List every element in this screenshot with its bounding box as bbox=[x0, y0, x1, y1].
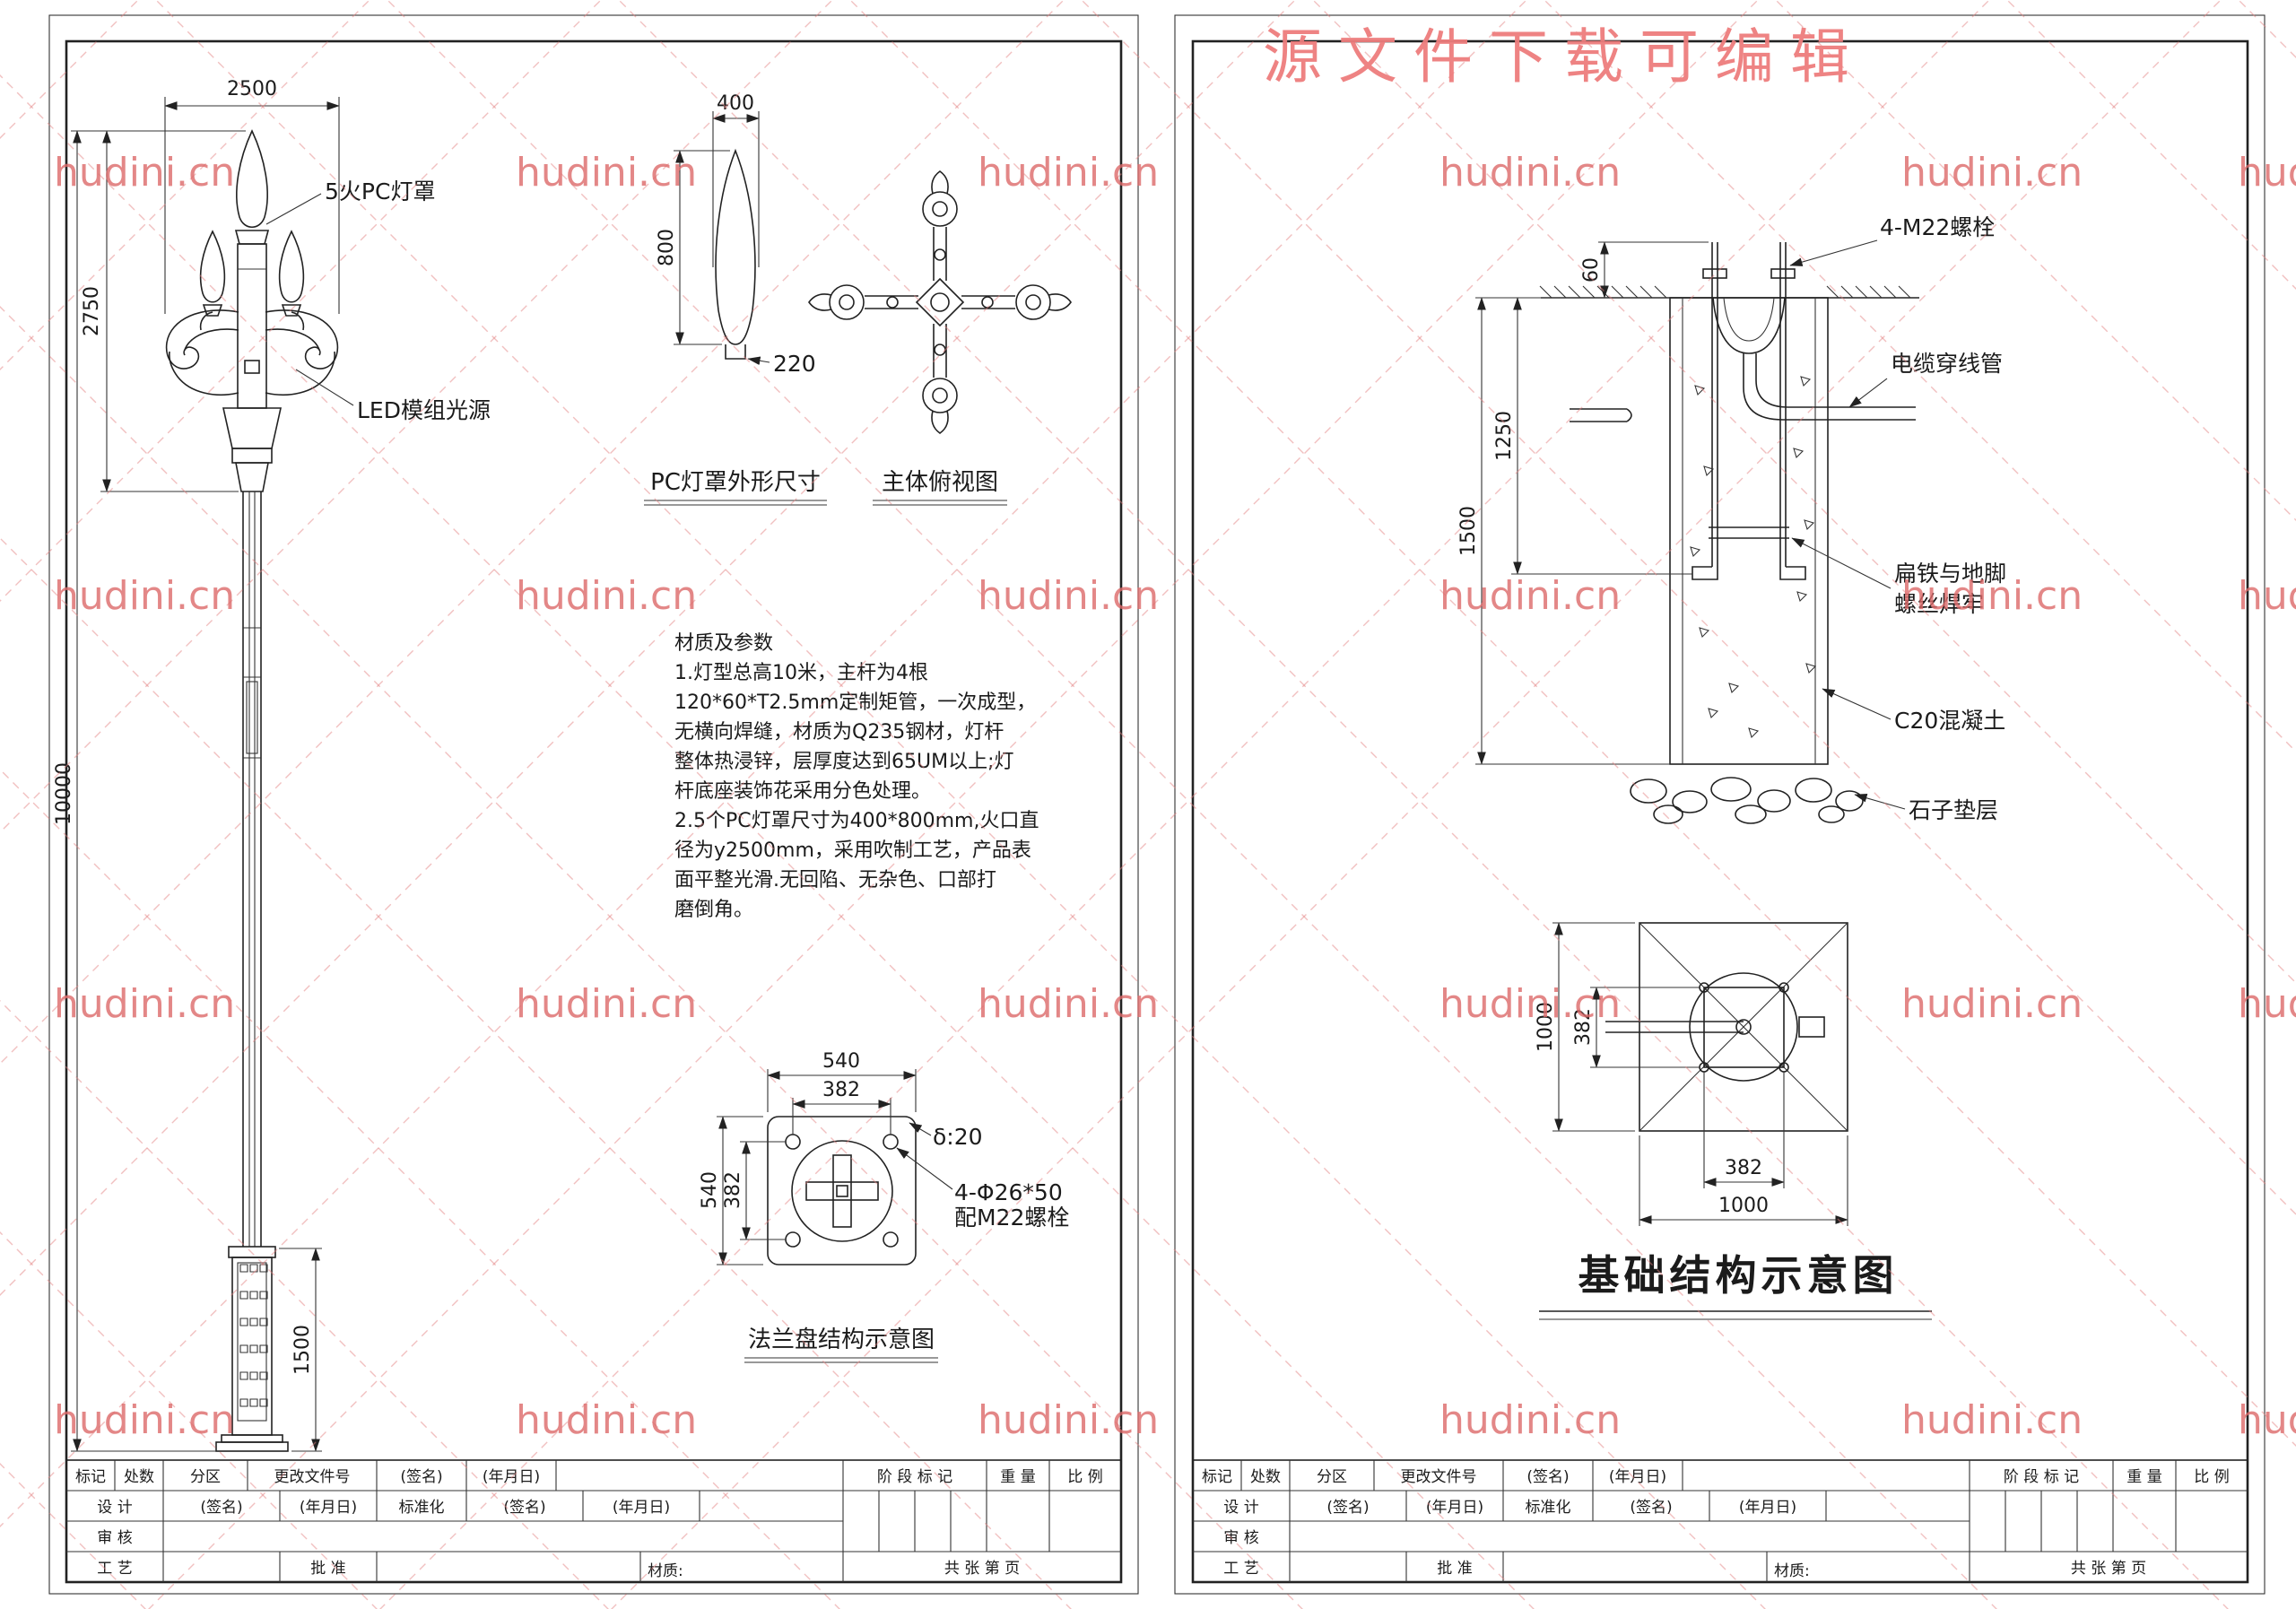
dim-text: 382 bbox=[722, 1171, 744, 1209]
dim-total-height: 10000 bbox=[53, 130, 216, 1452]
dim-flange-bolt-h: 382 bbox=[722, 1141, 786, 1240]
label-text: C20混凝土 bbox=[1894, 708, 2005, 734]
dim-text: 540 bbox=[822, 1050, 860, 1073]
label-text: LED模组光源 bbox=[357, 397, 491, 423]
gravel-layer bbox=[1630, 777, 1864, 824]
sheet-right-inner-frame bbox=[1191, 39, 2249, 1584]
sheet-right-outer-frame bbox=[1174, 14, 2266, 1595]
label-text: 4-Φ26*50 bbox=[954, 1179, 1063, 1205]
dim-text: 1250 bbox=[1493, 411, 1516, 461]
dim-text: 220 bbox=[773, 351, 816, 377]
dim-text: 382 bbox=[822, 1079, 860, 1101]
label-text: 配M22螺栓 bbox=[954, 1205, 1069, 1231]
top-view-drawing: 主体俯视图 bbox=[808, 170, 1072, 506]
label-text: 石子垫层 bbox=[1909, 797, 1998, 823]
dim-text: 382 bbox=[1725, 1157, 1762, 1179]
shade-detail-caption: PC灯罩外形尺寸 bbox=[650, 469, 821, 496]
dim-text: 1500 bbox=[1457, 506, 1480, 556]
notes-line: 磨倒角。 bbox=[674, 899, 753, 921]
dim-plan-bolt-h: 382 bbox=[1703, 1072, 1785, 1188]
lamp-elevation-drawing bbox=[165, 129, 339, 1452]
dim-text: 2500 bbox=[227, 78, 277, 100]
label-text: δ:20 bbox=[933, 1124, 983, 1150]
notes-line: 径为y2500mm，采用吹制工艺，产品表 bbox=[674, 839, 1031, 862]
foundation-plan-drawing: 1000 382 382 1000 bbox=[1535, 922, 1848, 1226]
foundation-caption: 基础结构示意图 bbox=[1539, 1251, 1932, 1320]
label-text: 5火PC灯罩 bbox=[325, 178, 435, 204]
label-conduit: 电缆穿线管 bbox=[1848, 351, 2003, 408]
watermark-lattice bbox=[0, 0, 2222, 1609]
label-text: 电缆穿线管 bbox=[1891, 351, 2003, 377]
dim-flange-bolt-w: 382 bbox=[792, 1079, 891, 1135]
notes-line: 材质及参数 bbox=[674, 632, 773, 655]
material-notes: 材质及参数 1.灯型总高10米，主杆为4根 120*60*T2.5mm定制矩管，… bbox=[674, 632, 1039, 921]
dim-text: 10000 bbox=[53, 762, 75, 825]
label-led: LED模组光源 bbox=[295, 369, 491, 423]
dim-shade-height: 800 bbox=[656, 150, 730, 345]
dim-foundation-depth: 1500 bbox=[1457, 297, 1670, 765]
dim-text: 1000 bbox=[1718, 1195, 1769, 1217]
dim-base-height: 1500 bbox=[279, 1248, 322, 1452]
notes-line: 120*60*T2.5mm定制矩管，一次成型， bbox=[674, 691, 1036, 714]
label-anchor-bolts: 4-M22螺栓 bbox=[1789, 214, 1995, 266]
notes-line: 杆底座装饰花采用分色处理。 bbox=[674, 780, 931, 803]
dim-shade-width: 400 bbox=[712, 92, 760, 267]
label-flange-holes: 4-Φ26*50 配M22螺栓 bbox=[896, 1147, 1069, 1231]
notes-line: 1.灯型总高10米，主杆为4根 bbox=[674, 662, 928, 684]
flange-caption: 法兰盘结构示意图 bbox=[748, 1326, 935, 1353]
dim-text: 1500 bbox=[291, 1325, 314, 1375]
label-text: 4-M22螺栓 bbox=[1880, 214, 1995, 240]
flange-drawing: 540 382 540 382 δ:20 bbox=[699, 1050, 1069, 1363]
sheet-right: 60 1250 1500 4-M22螺栓 电缆穿线管 bbox=[1174, 14, 2266, 1595]
label-gravel: 石子垫层 bbox=[1854, 794, 1998, 823]
foundation-section-drawing: 60 1250 1500 4-M22螺栓 电缆穿线管 bbox=[1457, 214, 2006, 824]
notes-line: 无横向焊缝，材质为Q235钢材，灯杆 bbox=[674, 721, 1004, 744]
dim-flange-plate-w: 540 bbox=[767, 1050, 917, 1112]
foundation-caption-text: 基础结构示意图 bbox=[1578, 1251, 1899, 1300]
label-flange-thickness: δ:20 bbox=[909, 1122, 983, 1150]
sheet-left-outer-frame bbox=[48, 14, 1139, 1595]
watermark-banner: 源文件下载可编辑 bbox=[1263, 22, 1866, 91]
dim-head-width: 2500 bbox=[164, 78, 340, 314]
dim-bolt-depth: 1250 bbox=[1493, 297, 1692, 575]
label-shade: 5火PC灯罩 bbox=[265, 178, 435, 225]
dim-text: 540 bbox=[699, 1171, 721, 1209]
notes-line: 整体热浸锌，层厚度达到65UM以上;灯 bbox=[674, 751, 1014, 773]
label-concrete: C20混凝土 bbox=[1822, 688, 2005, 734]
sheet-left: 2500 2750 10000 1500 5火PC灯罩 LED模组光源 bbox=[48, 14, 1139, 1595]
notes-line: 2.5个PC灯罩尺寸为400*800mm,火口直 bbox=[674, 810, 1039, 832]
notes-line: 面平整光滑.无回陷、无杂色、口部打 bbox=[674, 869, 996, 891]
shade-detail-drawing: 400 800 220 PC灯罩外形尺寸 bbox=[644, 92, 827, 506]
dim-plan-side-h: 1000 bbox=[1639, 1135, 1848, 1226]
sheet-left-title-block bbox=[65, 1459, 1122, 1583]
dim-shade-mouth: 220 bbox=[747, 351, 816, 377]
top-view-caption: 主体俯视图 bbox=[882, 469, 998, 496]
dim-bolt-protrusion: 60 bbox=[1475, 241, 1709, 299]
dim-text: 800 bbox=[656, 229, 678, 266]
dim-text: 2750 bbox=[81, 286, 103, 336]
